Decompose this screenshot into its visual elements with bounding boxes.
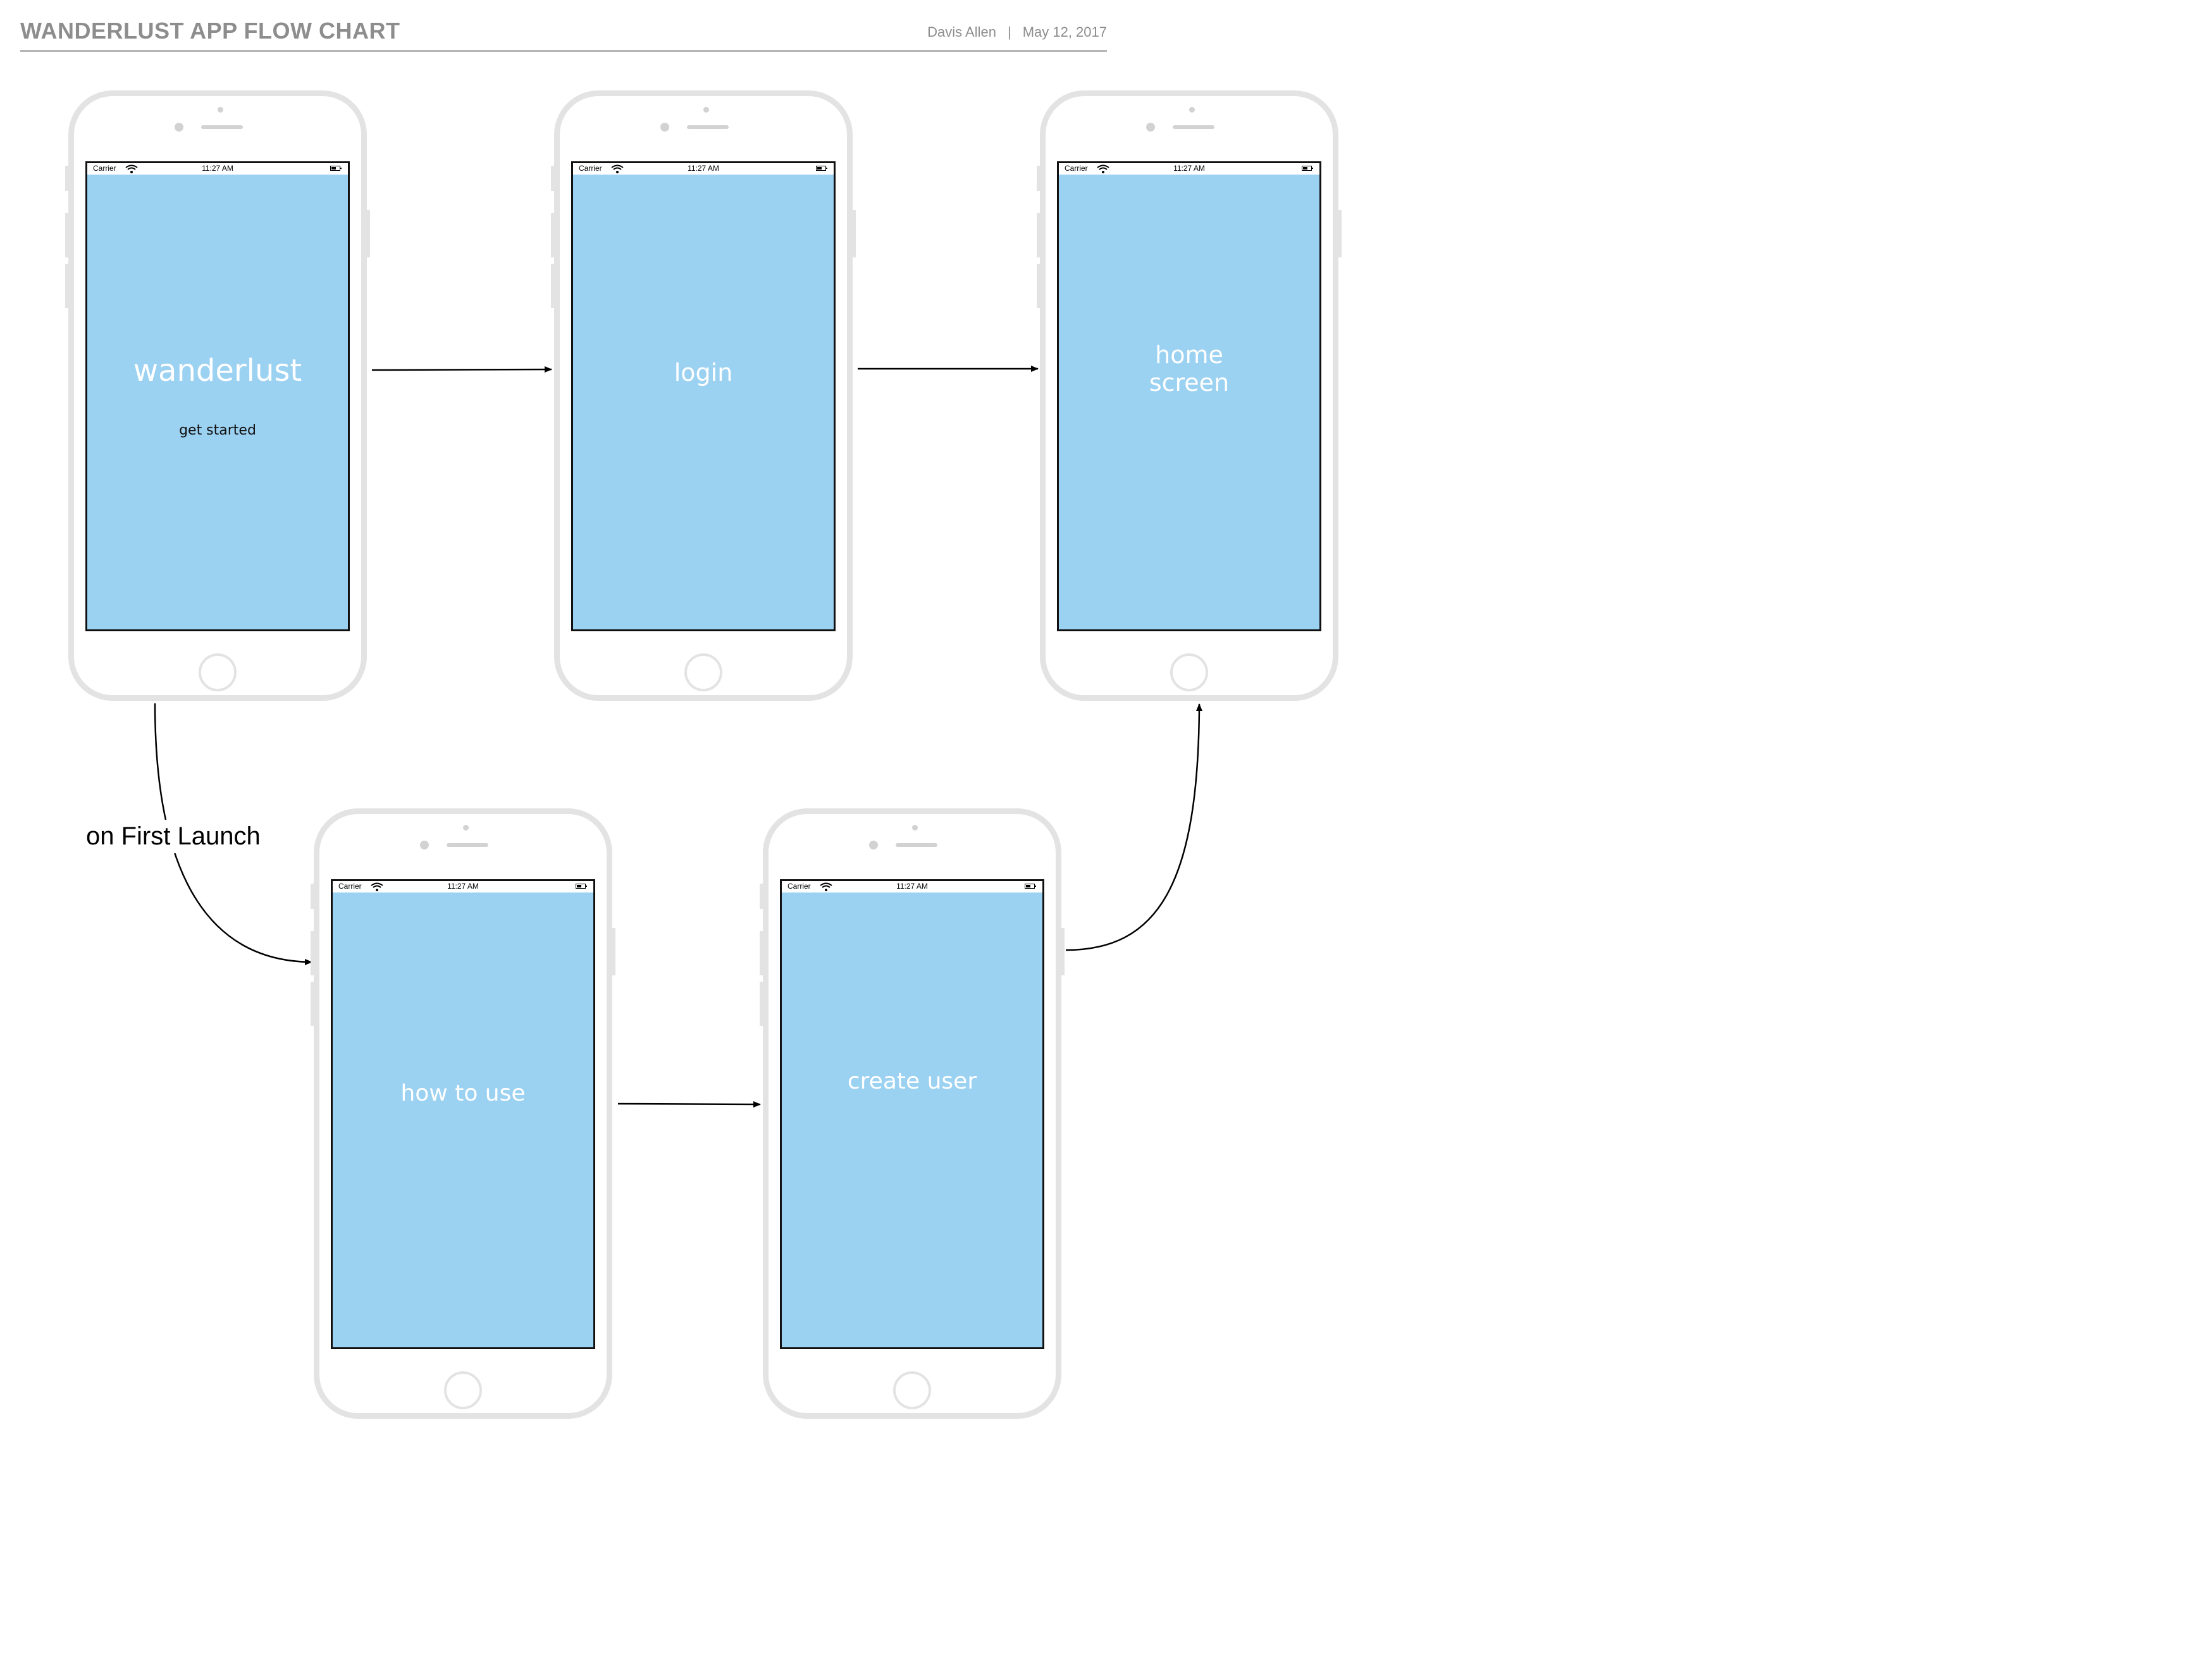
phone-side-button <box>1037 264 1041 308</box>
battery-icon <box>1302 166 1313 171</box>
phone-side-button <box>311 931 315 975</box>
screen-title: login <box>674 359 733 386</box>
phone-side-button <box>551 166 555 191</box>
carrier-label: Carrier <box>787 882 811 891</box>
screen-login[interactable]: Carrier 11:27 AM login <box>571 161 836 631</box>
edge-label-first-launch: on First Launch <box>86 820 261 853</box>
diagram-title: WANDERLUST APP FLOW CHART <box>20 18 400 44</box>
wifi-icon <box>611 164 624 173</box>
phone-welcome: Carrier 11:27 AM wanderlust get started <box>65 90 370 701</box>
screen-title: wanderlust <box>133 353 302 388</box>
edge-create-user-to-home <box>1065 703 1202 951</box>
status-time: 11:27 AM <box>202 164 233 173</box>
home-button <box>1170 653 1208 691</box>
camera-icon <box>1146 123 1155 132</box>
title-rule <box>20 50 1107 52</box>
battery-icon <box>816 166 827 171</box>
home-button <box>444 1371 482 1409</box>
edge-welcome-to-login <box>371 366 552 373</box>
phone-side-button <box>551 213 555 257</box>
phone-side-button <box>366 210 370 257</box>
home-button <box>893 1371 931 1409</box>
speaker-grille <box>687 125 729 129</box>
carrier-label: Carrier <box>338 882 362 891</box>
phone-side-button <box>311 884 315 909</box>
camera-icon <box>420 841 429 849</box>
screen-title: home screen <box>1059 341 1319 397</box>
home-button <box>199 653 237 691</box>
screen-title-line: home <box>1155 341 1223 369</box>
battery-icon <box>1025 884 1036 889</box>
status-bar: Carrier 11:27 AM <box>1059 163 1319 175</box>
wifi-icon <box>125 164 138 173</box>
phone-side-button <box>760 982 764 1026</box>
camera-icon <box>175 123 183 132</box>
phone-side-button <box>611 928 615 975</box>
screen-title-line: screen <box>1149 368 1230 397</box>
phone-how-to-use: Carrier 11:27 AM how to use <box>311 808 615 1419</box>
wifi-icon <box>371 882 383 891</box>
phone-side-button <box>760 931 764 975</box>
proximity-sensor <box>218 107 223 113</box>
phone-side-button <box>1060 928 1065 975</box>
diagram-meta: Davis Allen | May 12, 2017 <box>927 24 1107 40</box>
carrier-label: Carrier <box>579 164 602 173</box>
phone-side-button <box>65 264 70 308</box>
phone-create-user: Carrier 11:27 AM create user <box>760 808 1065 1419</box>
status-time: 11:27 AM <box>896 882 928 891</box>
screen-home[interactable]: Carrier 11:27 AM home screen <box>1057 161 1321 631</box>
phone-side-button <box>760 884 764 909</box>
phone-login: Carrier 11:27 AM login <box>551 90 856 701</box>
proximity-sensor <box>912 825 918 831</box>
wifi-icon <box>820 882 832 891</box>
phone-side-button <box>65 213 70 257</box>
camera-icon <box>869 841 878 849</box>
phone-home: Carrier 11:27 AM home screen <box>1037 90 1342 701</box>
phone-side-button <box>851 210 856 257</box>
speaker-grille <box>896 843 937 847</box>
screen-how-to-use[interactable]: Carrier 11:27 AM how to use <box>331 879 595 1349</box>
phone-side-button <box>1337 210 1342 257</box>
camera-icon <box>660 123 669 132</box>
author: Davis Allen <box>927 24 996 40</box>
phone-side-button <box>65 166 70 191</box>
phone-side-button <box>311 982 315 1026</box>
screen-create-user[interactable]: Carrier 11:27 AM create user <box>780 879 1044 1349</box>
status-time: 11:27 AM <box>1173 164 1205 173</box>
home-button <box>684 653 722 691</box>
phone-side-button <box>1037 166 1041 191</box>
proximity-sensor <box>703 107 709 113</box>
get-started-link[interactable]: get started <box>179 423 256 438</box>
speaker-grille <box>447 843 488 847</box>
screen-welcome[interactable]: Carrier 11:27 AM wanderlust get started <box>85 161 350 631</box>
screen-title: how to use <box>400 1080 526 1106</box>
carrier-label: Carrier <box>93 164 116 173</box>
battery-icon <box>330 166 342 171</box>
battery-icon <box>576 884 587 889</box>
status-bar: Carrier 11:27 AM <box>782 881 1042 892</box>
status-bar: Carrier 11:27 AM <box>333 881 593 892</box>
phone-side-button <box>1037 213 1041 257</box>
speaker-grille <box>1173 125 1214 129</box>
status-time: 11:27 AM <box>447 882 479 891</box>
phone-side-button <box>551 264 555 308</box>
date: May 12, 2017 <box>1022 24 1107 40</box>
status-bar: Carrier 11:27 AM <box>573 163 834 175</box>
status-time: 11:27 AM <box>688 164 719 173</box>
wifi-icon <box>1097 164 1109 173</box>
speaker-grille <box>201 125 243 129</box>
edge-welcome-to-how-to-use <box>154 703 312 965</box>
screen-title: create user <box>847 1068 977 1094</box>
proximity-sensor <box>1189 107 1195 113</box>
carrier-label: Carrier <box>1065 164 1088 173</box>
proximity-sensor <box>463 825 469 831</box>
meta-separator: | <box>1007 24 1011 40</box>
status-bar: Carrier 11:27 AM <box>87 163 348 175</box>
